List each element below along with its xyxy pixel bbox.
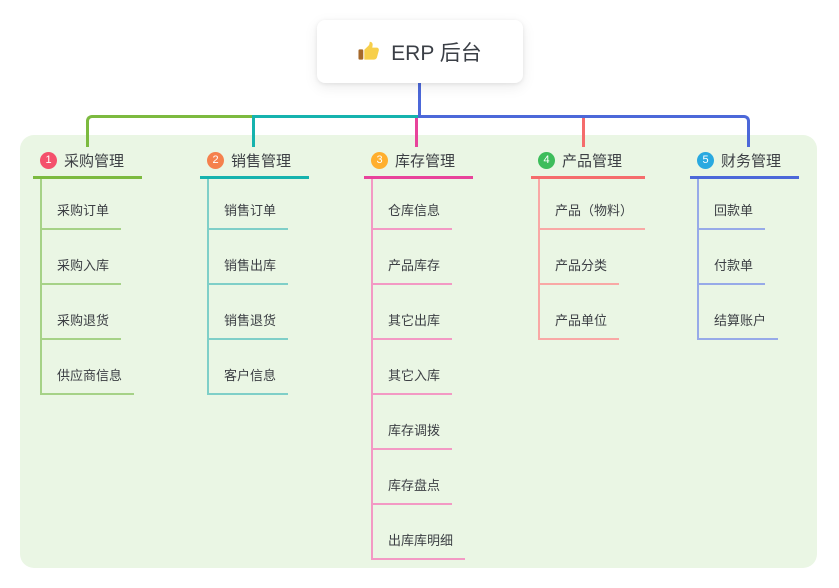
connector-bus-purchase [86, 115, 255, 147]
leaf-label: 销售订单 [209, 200, 289, 230]
branch-inventory: 3 库存管理 仓库信息 产品库存 其它出库 其它入库 库存调拨 库存盘点 出库库… [364, 145, 474, 560]
branch-children: 回款单 付款单 结算账户 [697, 179, 779, 340]
leaf-node[interactable]: 其它入库 [373, 340, 453, 395]
leaf-label: 库存调拨 [373, 420, 453, 450]
leaf-label: 采购入库 [42, 255, 122, 285]
leaf-node[interactable]: 采购退货 [42, 285, 122, 340]
branch-children: 采购订单 采购入库 采购退货 供应商信息 [40, 179, 135, 395]
leaf-node[interactable]: 其它出库 [373, 285, 453, 340]
connector-bus-sales [252, 115, 419, 147]
leaf-node[interactable]: 付款单 [699, 230, 766, 285]
branch-children: 产品（物料） 产品分类 产品单位 [538, 179, 646, 340]
leaf-node[interactable]: 结算账户 [699, 285, 779, 340]
leaf-label: 供应商信息 [42, 365, 135, 395]
leaf-label: 回款单 [699, 200, 766, 230]
branch-sales: 2 销售管理 销售订单 销售出库 销售退货 客户信息 [200, 145, 310, 395]
connector-bus-finance [418, 115, 750, 147]
leaf-label: 付款单 [699, 255, 766, 285]
leaf-node[interactable]: 仓库信息 [373, 179, 453, 230]
branch-index-badge: 2 [207, 152, 224, 169]
leaf-node[interactable]: 销售出库 [209, 230, 289, 285]
leaf-label: 其它入库 [373, 365, 453, 395]
leaf-node[interactable]: 产品库存 [373, 230, 453, 285]
leaf-node[interactable]: 产品分类 [540, 230, 620, 285]
leaf-node[interactable]: 库存调拨 [373, 395, 453, 450]
leaf-node[interactable]: 客户信息 [209, 340, 289, 395]
branch-index-badge: 4 [538, 152, 555, 169]
branch-index-badge: 1 [40, 152, 57, 169]
leaf-node[interactable]: 采购入库 [42, 230, 122, 285]
branch-finance: 5 财务管理 回款单 付款单 结算账户 [690, 145, 800, 340]
branch-label: 销售管理 [231, 153, 292, 170]
leaf-node[interactable]: 供应商信息 [42, 340, 135, 395]
branch-index-badge: 5 [697, 152, 714, 169]
leaf-node[interactable]: 回款单 [699, 179, 766, 230]
branch-node-inventory[interactable]: 3 库存管理 [364, 145, 474, 179]
leaf-node[interactable]: 产品（物料） [540, 179, 646, 230]
root-node-label: ERP 后台 [391, 41, 482, 65]
branch-label: 产品管理 [562, 153, 623, 170]
leaf-label: 结算账户 [699, 310, 779, 340]
leaf-label: 客户信息 [209, 365, 289, 395]
leaf-label: 产品库存 [373, 255, 453, 285]
leaf-node[interactable]: 库存盘点 [373, 450, 453, 505]
branch-label: 财务管理 [721, 153, 782, 170]
branch-index-badge: 3 [371, 152, 388, 169]
branch-purchase: 1 采购管理 采购订单 采购入库 采购退货 供应商信息 [33, 145, 143, 395]
leaf-label: 其它出库 [373, 310, 453, 340]
branch-node-finance[interactable]: 5 财务管理 [690, 145, 800, 179]
leaf-label: 产品分类 [540, 255, 620, 285]
leaf-label: 采购退货 [42, 310, 122, 340]
leaf-node[interactable]: 采购订单 [42, 179, 122, 230]
connector-drop-product [582, 118, 585, 147]
leaf-node[interactable]: 出库库明细 [373, 505, 466, 560]
branch-label: 库存管理 [395, 153, 456, 170]
branch-product: 4 产品管理 产品（物料） 产品分类 产品单位 [531, 145, 646, 340]
leaf-node[interactable]: 销售订单 [209, 179, 289, 230]
leaf-node[interactable]: 产品单位 [540, 285, 620, 340]
branch-children: 仓库信息 产品库存 其它出库 其它入库 库存调拨 库存盘点 出库库明细 [371, 179, 466, 560]
branch-children: 销售订单 销售出库 销售退货 客户信息 [207, 179, 289, 395]
leaf-label: 仓库信息 [373, 200, 453, 230]
branch-label: 采购管理 [64, 153, 125, 170]
branches-panel [20, 135, 817, 568]
leaf-label: 销售出库 [209, 255, 289, 285]
leaf-label: 出库库明细 [373, 530, 466, 560]
leaf-label: 产品单位 [540, 310, 620, 340]
branch-node-purchase[interactable]: 1 采购管理 [33, 145, 143, 179]
leaf-label: 库存盘点 [373, 475, 453, 505]
leaf-label: 采购订单 [42, 200, 122, 230]
connector-drop-inventory [415, 118, 418, 147]
thumbs-up-icon [358, 40, 381, 63]
leaf-label: 销售退货 [209, 310, 289, 340]
root-node[interactable]: ERP 后台 [317, 20, 523, 83]
leaf-node[interactable]: 销售退货 [209, 285, 289, 340]
leaf-label: 产品（物料） [540, 200, 646, 230]
branch-node-product[interactable]: 4 产品管理 [531, 145, 646, 179]
branch-node-sales[interactable]: 2 销售管理 [200, 145, 310, 179]
connector-root-drop [418, 83, 421, 118]
